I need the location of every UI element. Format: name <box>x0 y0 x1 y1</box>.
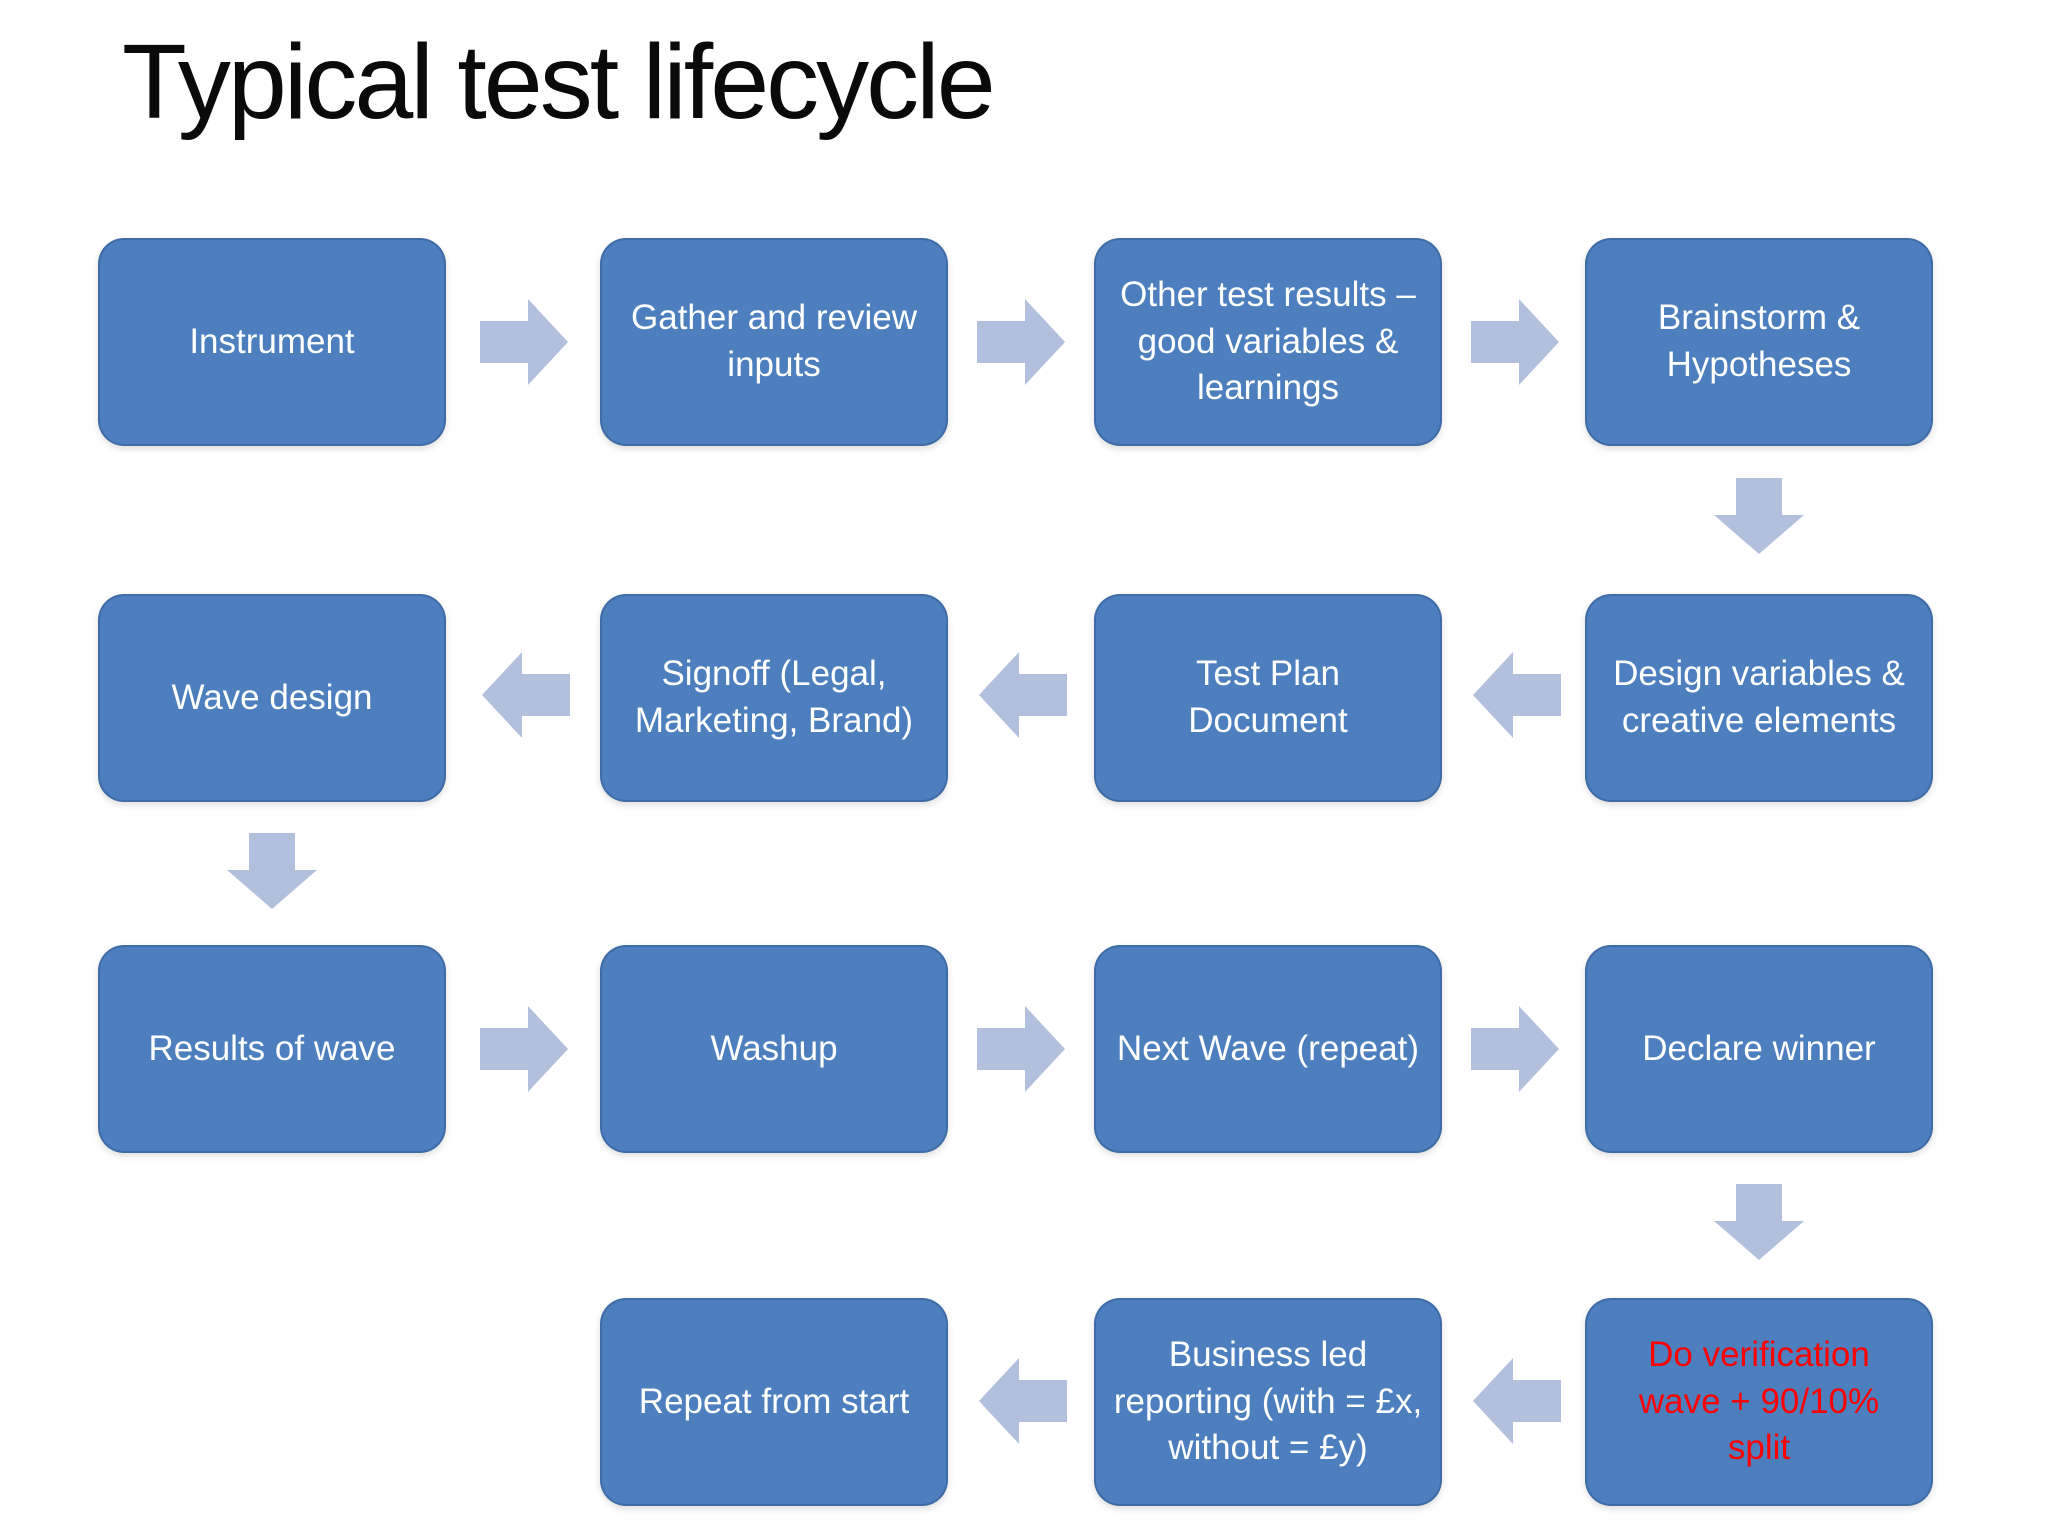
flow-node-label: Washup <box>710 1028 838 1068</box>
flow-node-label: Declare winner <box>1642 1028 1876 1068</box>
page-title: Typical test lifecycle <box>122 23 996 141</box>
arrow-right-icon <box>1471 1004 1561 1094</box>
arrow-left-icon <box>977 1356 1067 1446</box>
arrow-right-icon <box>977 1004 1067 1094</box>
flow-node-next-wave: Next Wave (repeat) <box>1094 945 1442 1153</box>
flow-node-label: Repeat from start <box>638 1381 910 1421</box>
flow-node-label: Test Plan Document <box>1188 654 1348 740</box>
arrow-right-icon <box>977 297 1067 387</box>
arrow-down-icon <box>1714 1184 1804 1262</box>
flow-node-brainstorm-hypotheses: Brainstorm & Hypotheses <box>1585 238 1933 446</box>
arrow-left-icon <box>480 650 570 740</box>
arrow-right-icon <box>480 1004 570 1094</box>
flow-node-label: Brainstorm & Hypotheses <box>1657 298 1861 384</box>
flow-node-label: Other test results – good variables & le… <box>1120 275 1416 408</box>
flow-node-test-plan-document: Test Plan Document <box>1094 594 1442 802</box>
arrow-left-icon <box>1471 650 1561 740</box>
flow-node-design-variables: Design variables & creative elements <box>1585 594 1933 802</box>
arrow-right-icon <box>1471 297 1561 387</box>
flow-node-signoff: Signoff (Legal, Marketing, Brand) <box>600 594 948 802</box>
arrow-down-icon <box>1714 478 1804 556</box>
flow-node-wave-design: Wave design <box>98 594 446 802</box>
flow-node-washup: Washup <box>600 945 948 1153</box>
arrow-left-icon <box>1471 1356 1561 1446</box>
flow-node-business-led-reporting: Business led reporting (with = £x, witho… <box>1094 1298 1442 1506</box>
flow-node-label: Design variables & creative elements <box>1613 654 1905 740</box>
flow-node-repeat-from-start: Repeat from start <box>600 1298 948 1506</box>
flow-node-results-of-wave: Results of wave <box>98 945 446 1153</box>
flow-node-label: Instrument <box>189 321 355 361</box>
flow-node-label: Do verification wave + 90/10% split <box>1638 1335 1880 1468</box>
flow-node-verification-wave: Do verification wave + 90/10% split <box>1585 1298 1933 1506</box>
flow-node-gather-review-inputs: Gather and review inputs <box>600 238 948 446</box>
flow-node-label: Gather and review inputs <box>631 298 917 384</box>
arrow-down-icon <box>227 833 317 911</box>
flow-node-label: Business led reporting (with = £x, witho… <box>1113 1335 1423 1468</box>
flow-node-label: Results of wave <box>148 1028 396 1068</box>
flow-node-label: Wave design <box>171 677 373 717</box>
flow-node-instrument: Instrument <box>98 238 446 446</box>
arrow-right-icon <box>480 297 570 387</box>
flow-node-declare-winner: Declare winner <box>1585 945 1933 1153</box>
arrow-left-icon <box>977 650 1067 740</box>
flow-node-label: Signoff (Legal, Marketing, Brand) <box>634 654 914 740</box>
flow-node-label: Next Wave (repeat) <box>1116 1028 1420 1068</box>
flow-node-other-test-results: Other test results – good variables & le… <box>1094 238 1442 446</box>
